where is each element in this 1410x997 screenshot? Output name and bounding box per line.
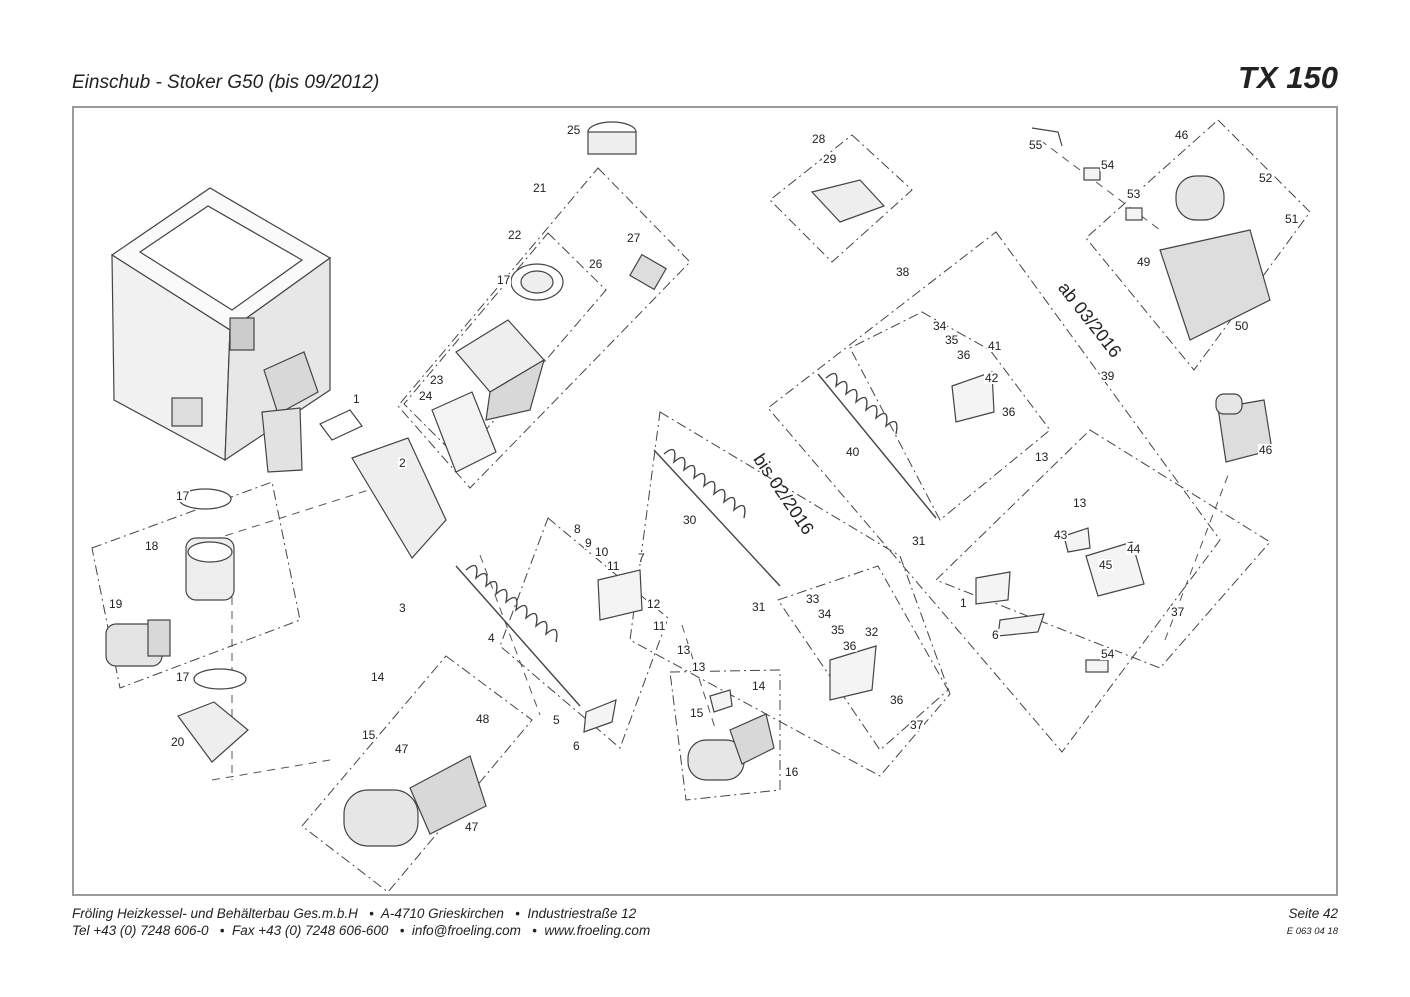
part-label: 14 <box>751 679 767 693</box>
outline-group-28 <box>769 134 913 263</box>
part-label: 23 <box>429 373 445 387</box>
outline-group-39 <box>935 429 1271 669</box>
outline-group-14a <box>301 655 533 893</box>
part-label: 53 <box>1126 187 1142 201</box>
part-label: 15 <box>361 728 377 742</box>
part-label: 55 <box>1028 138 1044 152</box>
part-label: 54 <box>1100 647 1116 661</box>
hopper-parts-drawing <box>319 121 667 560</box>
part-label: 37 <box>909 718 925 732</box>
part-label: 46 <box>1258 443 1274 457</box>
outline-group-14b <box>669 669 781 801</box>
part-label: 36 <box>956 348 972 362</box>
outline-group-32 <box>777 565 949 751</box>
part-label: 8 <box>573 522 582 536</box>
part-label: 11 <box>652 619 667 633</box>
part-label: 21 <box>532 181 548 195</box>
part-label: 36 <box>842 639 858 653</box>
part-label: 39 <box>1100 369 1116 383</box>
part-label: 51 <box>1284 212 1300 226</box>
part-label: 13 <box>1034 450 1050 464</box>
rotary-valve-drawing <box>105 488 249 763</box>
screw-auger-drawing <box>455 372 937 707</box>
part-label: 30 <box>682 513 698 527</box>
part-label: 24 <box>418 389 434 403</box>
part-label: 37 <box>1170 605 1186 619</box>
part-label: 44 <box>1126 542 1142 556</box>
part-label: 5 <box>552 713 561 727</box>
outline-group-41 <box>849 311 1051 521</box>
part-label: 13 <box>691 660 707 674</box>
part-label: 42 <box>984 371 1000 385</box>
part-label: 6 <box>991 628 1000 642</box>
part-label: 32 <box>864 625 880 639</box>
part-label: 3 <box>398 601 407 615</box>
diagram-frame <box>72 106 1338 896</box>
part-label: 36 <box>889 693 905 707</box>
part-label: 52 <box>1258 171 1274 185</box>
part-label: 33 <box>805 592 821 606</box>
part-label: 1 <box>959 596 968 610</box>
part-label: 45 <box>1098 558 1114 572</box>
part-label: 16 <box>784 765 800 779</box>
part-label: 27 <box>626 231 642 245</box>
part-label: 4 <box>487 631 496 645</box>
part-label: 28 <box>811 132 827 146</box>
part-label: 40 <box>845 445 861 459</box>
part-label: 13 <box>1072 496 1088 510</box>
part-label: 9 <box>584 536 593 550</box>
part-label: 34 <box>817 607 833 621</box>
part-label: 17 <box>175 670 191 684</box>
part-label: 19 <box>108 597 124 611</box>
part-label: 22 <box>507 228 523 242</box>
part-label: 18 <box>144 539 160 553</box>
part-label: 47 <box>464 820 480 834</box>
outline-group-38 <box>767 231 1221 753</box>
document-code: E 063 04 18 <box>1286 926 1338 937</box>
part-label: 41 <box>987 339 1003 353</box>
part-label: 25 <box>566 123 582 137</box>
part-label: 2 <box>398 456 407 470</box>
page-title: Einschub - Stoker G50 (bis 09/2012) <box>72 72 380 93</box>
part-label: 31 <box>911 534 927 548</box>
footer-address: Fröling Heizkessel- und Behälterbau Ges.… <box>72 906 637 921</box>
part-label: 47 <box>394 742 410 756</box>
part-label: 26 <box>588 257 604 271</box>
part-label: 13 <box>676 643 692 657</box>
outline-group-21 <box>397 167 691 489</box>
part-label: 15 <box>689 706 705 720</box>
part-label: 49 <box>1136 255 1152 269</box>
part-label: 1 <box>352 392 361 406</box>
part-label: 34 <box>932 319 948 333</box>
part-label: 17 <box>496 273 512 287</box>
part-label: 12 <box>646 597 662 611</box>
part-label: 36 <box>1001 405 1017 419</box>
part-label: 6 <box>572 739 581 753</box>
page-number: Seite 42 <box>1288 906 1338 921</box>
gear-motor-drawing <box>343 175 1273 847</box>
part-label: 46 <box>1174 128 1190 142</box>
part-label: 14 <box>370 670 386 684</box>
part-label: 17 <box>175 489 191 503</box>
part-label: 54 <box>1100 158 1116 172</box>
part-label: 7 <box>637 551 646 565</box>
part-label: 48 <box>475 712 491 726</box>
part-label: 20 <box>170 735 186 749</box>
part-label: 35 <box>944 333 960 347</box>
model-name: TX 150 <box>1238 60 1338 95</box>
part-label: 35 <box>830 623 846 637</box>
boiler-housing-drawing <box>110 187 332 473</box>
connection-lines <box>211 139 1231 781</box>
part-label: 31 <box>751 600 767 614</box>
outline-group-30 <box>629 411 951 777</box>
part-label: 29 <box>822 152 838 166</box>
footer-contact: Tel +43 (0) 7248 606-0 • Fax +43 (0) 724… <box>72 923 651 938</box>
part-label: 43 <box>1053 528 1069 542</box>
part-label: 38 <box>895 265 911 279</box>
part-label: 11 <box>606 559 621 573</box>
part-label: 50 <box>1234 319 1250 333</box>
part-label: 10 <box>594 545 610 559</box>
